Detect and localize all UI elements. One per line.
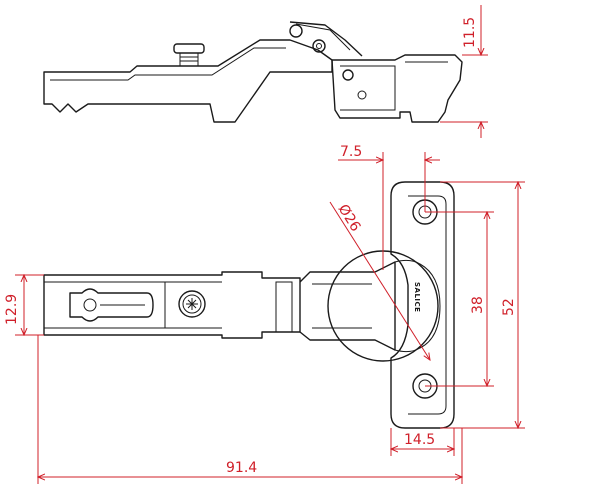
adjustment-screw-top [178, 290, 206, 318]
dim-arm-height: 12.9 [4, 294, 20, 325]
dim-offset-top: 7.5 [340, 144, 362, 160]
dim-side-height: 11.5 [462, 17, 478, 48]
brand-label: SALICE [413, 282, 421, 312]
dim-overall-length: 91.4 [226, 460, 257, 476]
dimension-lines [15, 5, 525, 484]
dim-plate-depth: 14.5 [404, 432, 435, 448]
hinge-top-view: SALICE [43, 181, 455, 429]
mounting-plate [390, 181, 455, 429]
dim-plate-height: 52 [501, 298, 517, 316]
mounting-slot [69, 288, 154, 322]
dim-hole-spacing: 38 [470, 296, 486, 314]
hinge-side-view [43, 21, 463, 123]
dim-cup-diameter: Ø26 [335, 202, 364, 235]
adjustment-screw-side [173, 43, 205, 67]
